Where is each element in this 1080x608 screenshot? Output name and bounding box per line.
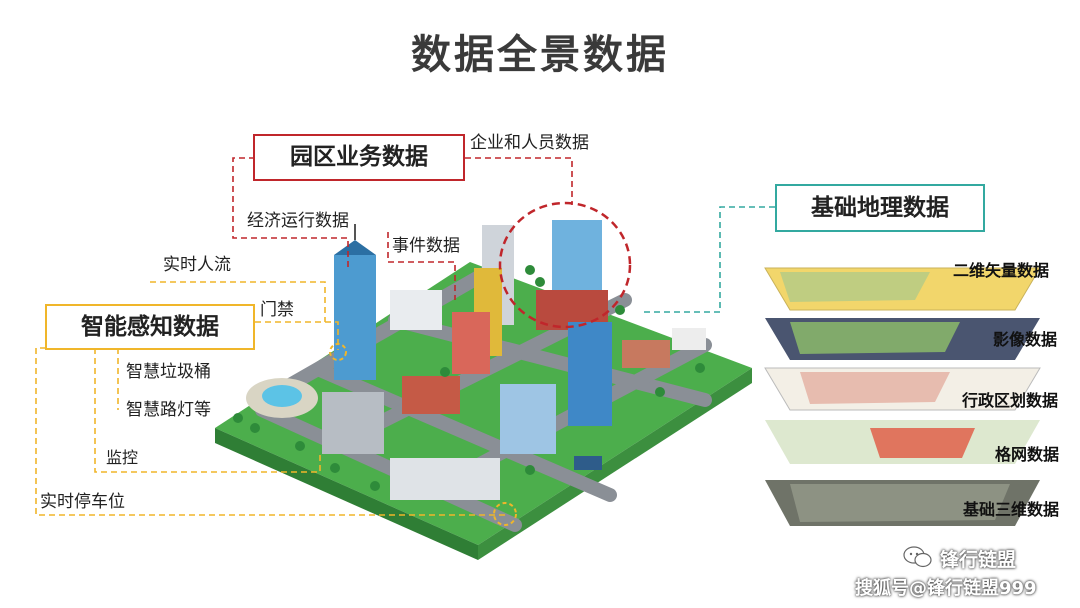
ground-left-side: [215, 428, 478, 560]
ground-right-side: [478, 368, 752, 560]
label-events: 事件数据: [392, 236, 460, 256]
label-enterprise: 企业和人员数据: [470, 133, 589, 153]
layer-label-admin: 行政区划数据: [962, 391, 1059, 410]
buildings: [322, 220, 706, 500]
geo-layers: [764, 267, 1041, 526]
watermark-brand: 锋行链盟: [940, 549, 1017, 571]
park-business-box: 园区业务数据: [253, 134, 465, 181]
fountain: [262, 385, 302, 407]
yellow-connectors: [35, 281, 505, 516]
label-parking: 实时停车位: [40, 492, 125, 512]
label-economy: 经济运行数据: [247, 211, 349, 231]
layer-label-grid: 格网数据: [995, 445, 1060, 464]
label-crowd: 实时人流: [163, 255, 231, 275]
layer-label-vector: 二维矢量数据: [953, 261, 1050, 280]
basic-geo-box: 基础地理数据: [775, 184, 985, 232]
parking-marker: [493, 502, 517, 526]
watermark-source: 搜狐号@锋行链盟999: [855, 578, 1037, 599]
layer-label-3d: 基础三维数据: [963, 500, 1060, 519]
label-monitor: 监控: [106, 448, 139, 467]
access-marker: [329, 343, 347, 361]
smart-sensing-box: 智能感知数据: [45, 304, 255, 350]
trees: [233, 265, 705, 491]
highlight-circle: [498, 201, 632, 329]
label-lights: 智慧路灯等: [126, 400, 211, 420]
layer-label-imagery: 影像数据: [993, 330, 1058, 349]
label-trash: 智慧垃圾桶: [126, 362, 211, 382]
teal-connector: [640, 206, 775, 313]
wechat-icon: [903, 545, 933, 569]
label-access: 门禁: [260, 300, 294, 320]
ground-top: [215, 262, 752, 545]
page-title: 数据全景数据: [411, 32, 669, 78]
red-connectors: [232, 157, 573, 300]
